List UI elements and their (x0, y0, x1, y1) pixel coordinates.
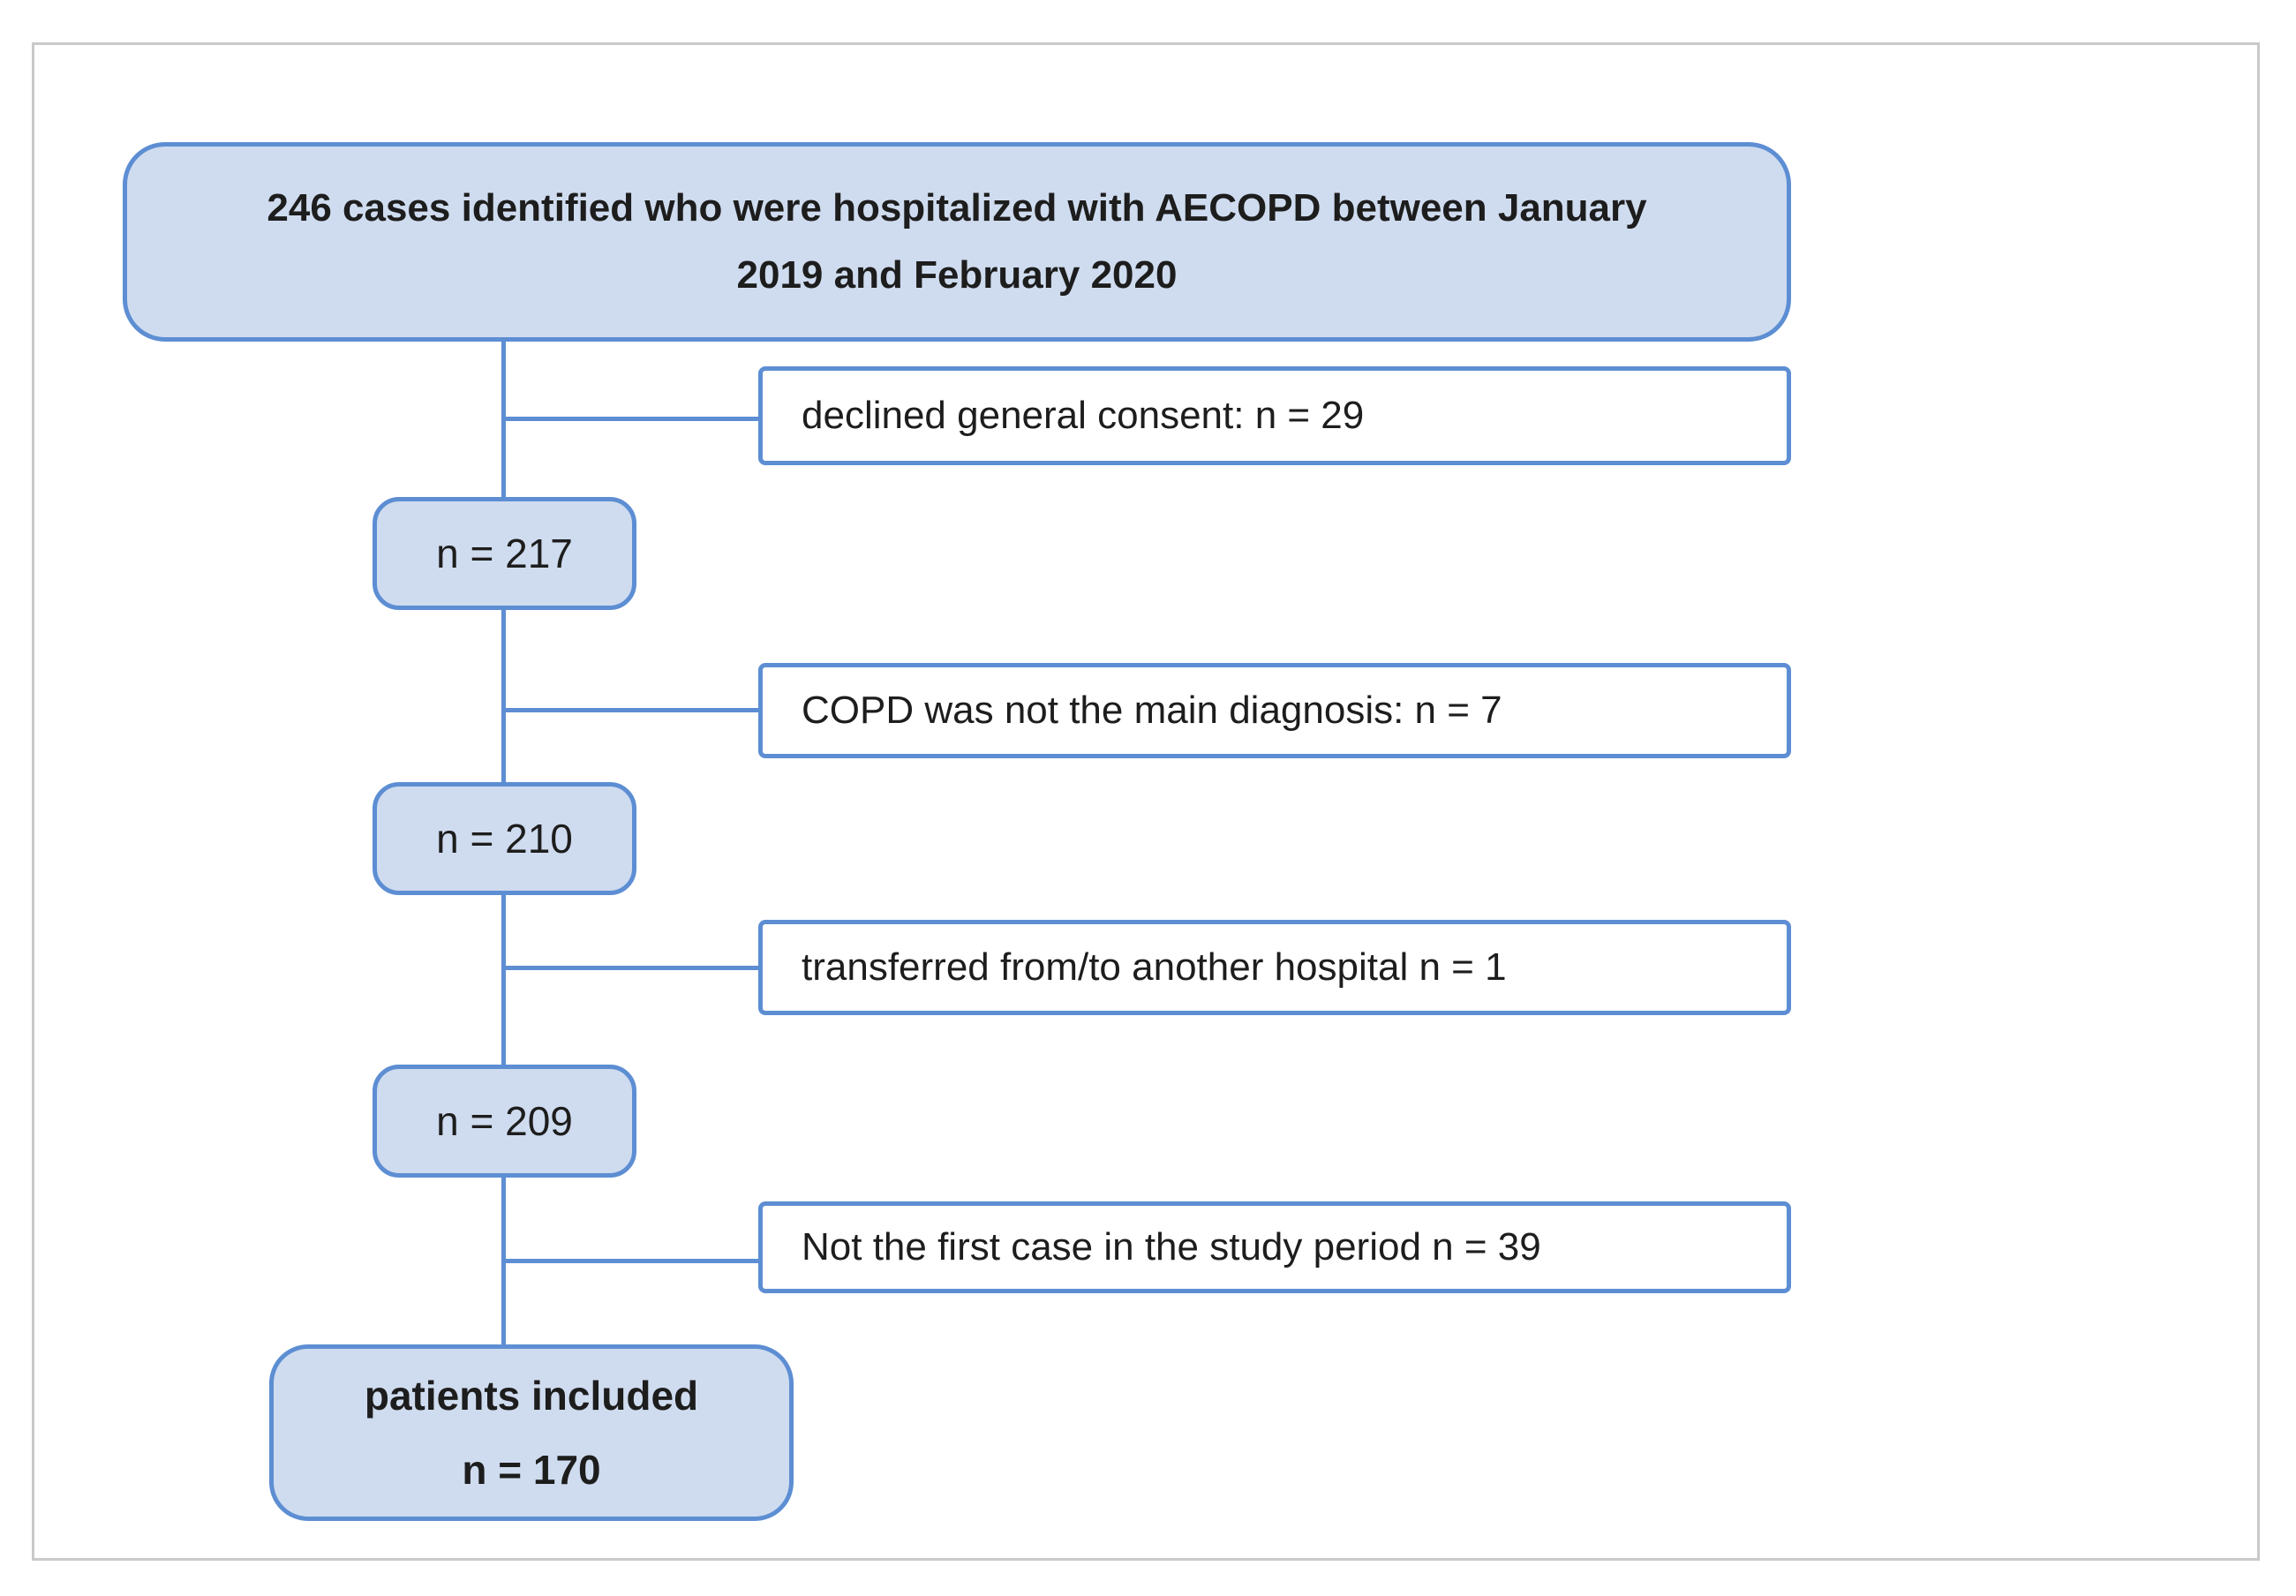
branch-connector-transferred (503, 966, 761, 970)
node-count-209: n = 209 (373, 1065, 636, 1178)
branch-connector-not-main-diagnosis (503, 708, 761, 712)
node-exclusion-declined-consent: declined general consent: n = 29 (758, 366, 1791, 465)
node-exclusion-transferred: transferred from/to another hospital n =… (758, 920, 1791, 1015)
node-patients-included-line-1: patients included (364, 1373, 699, 1419)
node-count-217: n = 217 (373, 497, 636, 610)
node-identified-cases-line-2: 2019 and February 2020 (736, 253, 1178, 297)
node-count-210: n = 210 (373, 782, 636, 895)
branch-connector-not-first-case (503, 1259, 761, 1263)
node-patients-included-line-2: n = 170 (462, 1447, 601, 1493)
branch-connector-declined-consent (503, 417, 761, 421)
node-exclusion-not-first-case: Not the first case in the study period n… (758, 1201, 1791, 1293)
node-identified-cases-line-1: 246 cases identified who were hospitaliz… (267, 186, 1647, 230)
node-exclusion-not-main-diagnosis: COPD was not the main diagnosis: n = 7 (758, 663, 1791, 758)
node-patients-included: patients included n = 170 (269, 1344, 794, 1521)
figure-frame: 246 cases identified who were hospitaliz… (32, 42, 2260, 1561)
node-identified-cases: 246 cases identified who were hospitaliz… (123, 142, 1791, 342)
